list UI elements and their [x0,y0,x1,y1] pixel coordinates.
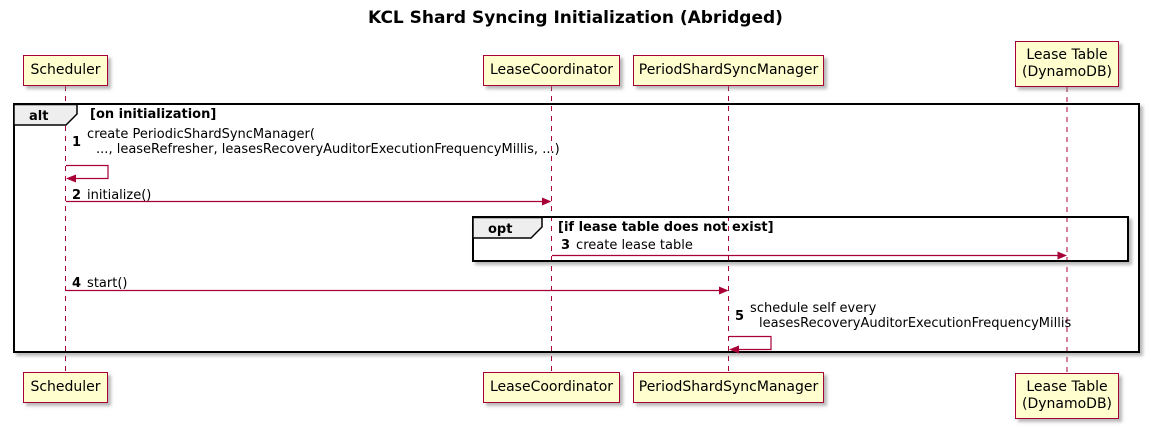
message-2: 2 initialize() [72,188,151,203]
message-4-text: start() [87,276,128,291]
participant-lease-table-label-line2: (DynamoDB) [1021,396,1113,412]
participant-period-shard-sync-manager-label: PeriodShardSyncManager [638,379,819,395]
opt-guard: [if lease table does not exist] [558,220,774,235]
participant-scheduler-top: Scheduler [23,55,108,86]
participant-period-shard-sync-manager-top: PeriodShardSyncManager [633,55,824,86]
participant-lease-table-bottom: Lease Table (DynamoDB) [1015,373,1119,419]
message-1-text: create PeriodicShardSyncManager( ..., le… [87,127,560,157]
message-1-line2: ..., leaseRefresher, leasesRecoveryAudit… [96,142,560,157]
participant-lease-table-label-line1: Lease Table [1026,47,1108,63]
participant-scheduler-bottom: Scheduler [23,372,108,403]
participant-period-shard-sync-manager-bottom: PeriodShardSyncManager [633,372,824,403]
message-3: 3 create lease table [561,238,693,253]
message-1-number: 1 [72,134,82,150]
message-2-text: initialize() [87,188,152,203]
diagram-title: KCL Shard Syncing Initialization (Abridg… [368,8,783,28]
opt-frame [472,216,1129,262]
message-5: 5 schedule self every leasesRecoveryAudi… [735,301,1071,331]
alt-frame [13,103,1140,353]
message-5-line1: schedule self every [750,301,877,316]
participant-lease-coordinator-top: LeaseCoordinator [483,55,620,86]
participant-lease-coordinator-bottom: LeaseCoordinator [483,372,620,403]
message-4-number: 4 [72,276,82,291]
message-5-line2: leasesRecoveryAuditorExecutionFrequencyM… [759,316,1072,331]
alt-guard: [on initialization] [90,107,217,122]
participant-lease-coordinator-label: LeaseCoordinator [489,62,614,78]
message-3-number: 3 [561,238,571,253]
participant-lease-table-label-line1: Lease Table [1026,379,1108,395]
message-5-number: 5 [735,308,745,324]
message-5-text: schedule self every leasesRecoveryAudito… [750,301,1071,331]
message-4: 4 start() [72,276,127,291]
participant-lease-coordinator-label: LeaseCoordinator [489,379,614,395]
message-2-number: 2 [72,188,82,203]
participant-period-shard-sync-manager-label: PeriodShardSyncManager [638,62,819,78]
participant-scheduler-label: Scheduler [30,379,101,395]
message-1: 1 create PeriodicShardSyncManager( ..., … [72,127,560,157]
participant-lease-table-top: Lease Table (DynamoDB) [1015,41,1119,87]
participant-scheduler-label: Scheduler [30,62,101,78]
message-1-line1: create PeriodicShardSyncManager( [87,127,315,142]
message-3-text: create lease table [576,238,693,253]
participant-lease-table-label-line2: (DynamoDB) [1021,64,1113,80]
